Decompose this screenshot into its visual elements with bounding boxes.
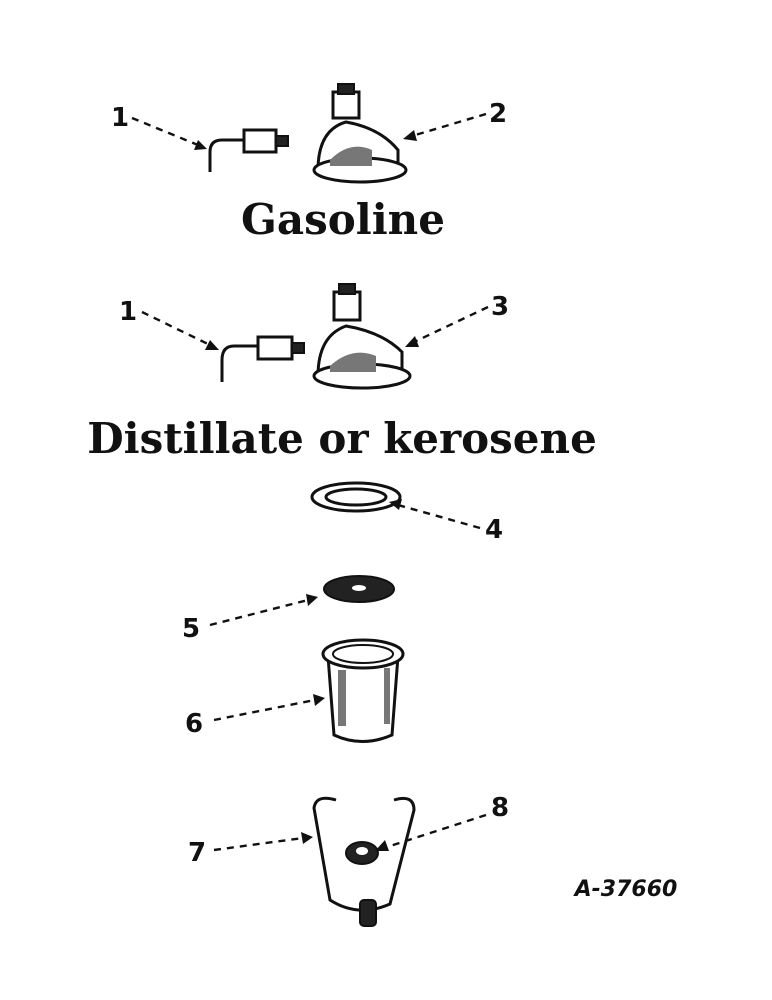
elbow-fitting-part-1-gasoline (208, 128, 289, 172)
gasket-ring-part-4 (310, 481, 402, 513)
caption-gasoline: Gasoline (241, 195, 445, 244)
thumb-screw-part-8 (345, 841, 379, 865)
washer-disc-part-5 (323, 575, 395, 603)
callout-6: 6 (185, 709, 203, 739)
caption-distillate: Distillate or kerosene (87, 414, 597, 463)
carburetor-body-part-3 (312, 283, 412, 390)
reference-code: A-37660 (573, 877, 678, 902)
callout-8: 8 (491, 793, 509, 823)
carburetor-body-part-2 (312, 83, 408, 184)
callout-2: 2 (489, 99, 507, 129)
callout-3: 3 (491, 292, 509, 322)
elbow-fitting-part-1-distillate (220, 335, 305, 382)
callout-7: 7 (188, 838, 206, 868)
leader-lines (131, 112, 489, 852)
callout-5: 5 (182, 614, 200, 644)
callout-4: 4 (485, 515, 503, 545)
sediment-bowl-part-6 (321, 638, 405, 743)
callout-1-gasoline: 1 (111, 103, 129, 133)
callout-1-distillate: 1 (119, 297, 137, 327)
